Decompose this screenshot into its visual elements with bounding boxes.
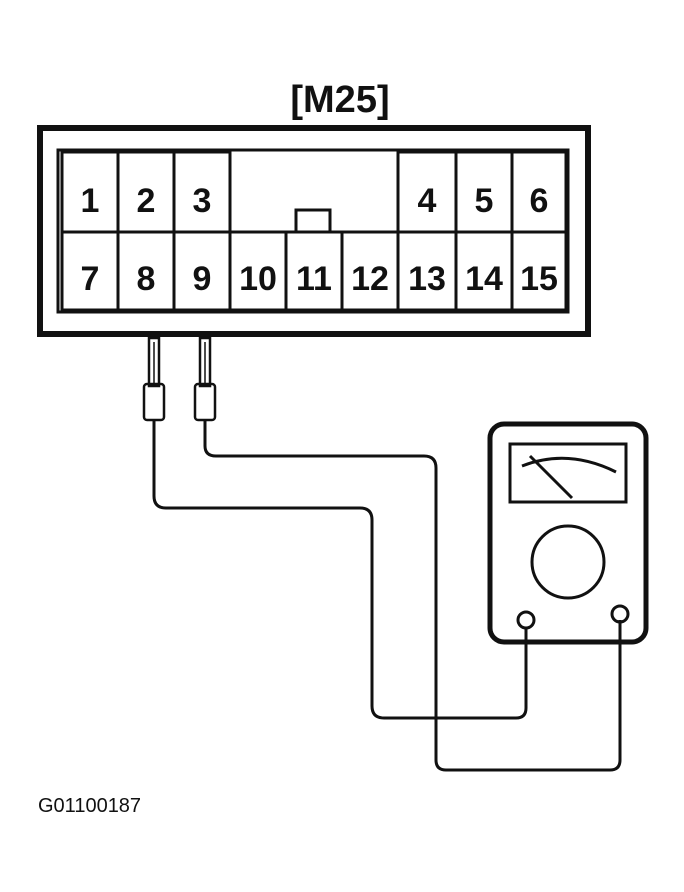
pin-label-11: 11 [296,260,332,298]
test-lead-right [203,420,622,772]
pin-label-2: 2 [137,182,156,220]
meter-needle [528,454,574,500]
pin-grid [60,150,568,312]
pin-label-13: 13 [408,260,446,298]
pin-label-6: 6 [530,182,549,220]
pin-label-12: 12 [351,260,389,298]
pin-label-10: 10 [239,260,277,298]
pin-label-8: 8 [137,260,156,298]
figure-id: G01100187 [38,795,141,817]
probe-right [193,336,217,422]
meter-display [508,442,628,504]
pin-label-5: 5 [475,182,494,220]
pin-label-1: 1 [81,182,100,220]
pin-label-15: 15 [520,260,558,298]
meter-scale-arc [521,456,617,474]
pin-labels: 1 2 3 4 5 6 7 8 9 10 11 12 13 14 15 [81,182,558,298]
meter-body [487,421,649,645]
terminal-left [516,610,536,630]
connector-housing [37,125,591,337]
pin-label-14: 14 [465,260,503,298]
pin-label-7: 7 [81,260,100,298]
connector-title: [M25] [290,79,389,121]
probe-left [142,336,166,422]
multimeter [487,421,649,645]
pin-cell-15 [510,230,568,312]
selector-dial [530,524,606,600]
locking-tab [294,208,332,234]
test-lead-left [152,420,528,720]
pin-label-3: 3 [193,182,212,220]
terminal-right [610,604,630,624]
pin-label-4: 4 [418,182,437,220]
pin-label-9: 9 [193,260,212,298]
